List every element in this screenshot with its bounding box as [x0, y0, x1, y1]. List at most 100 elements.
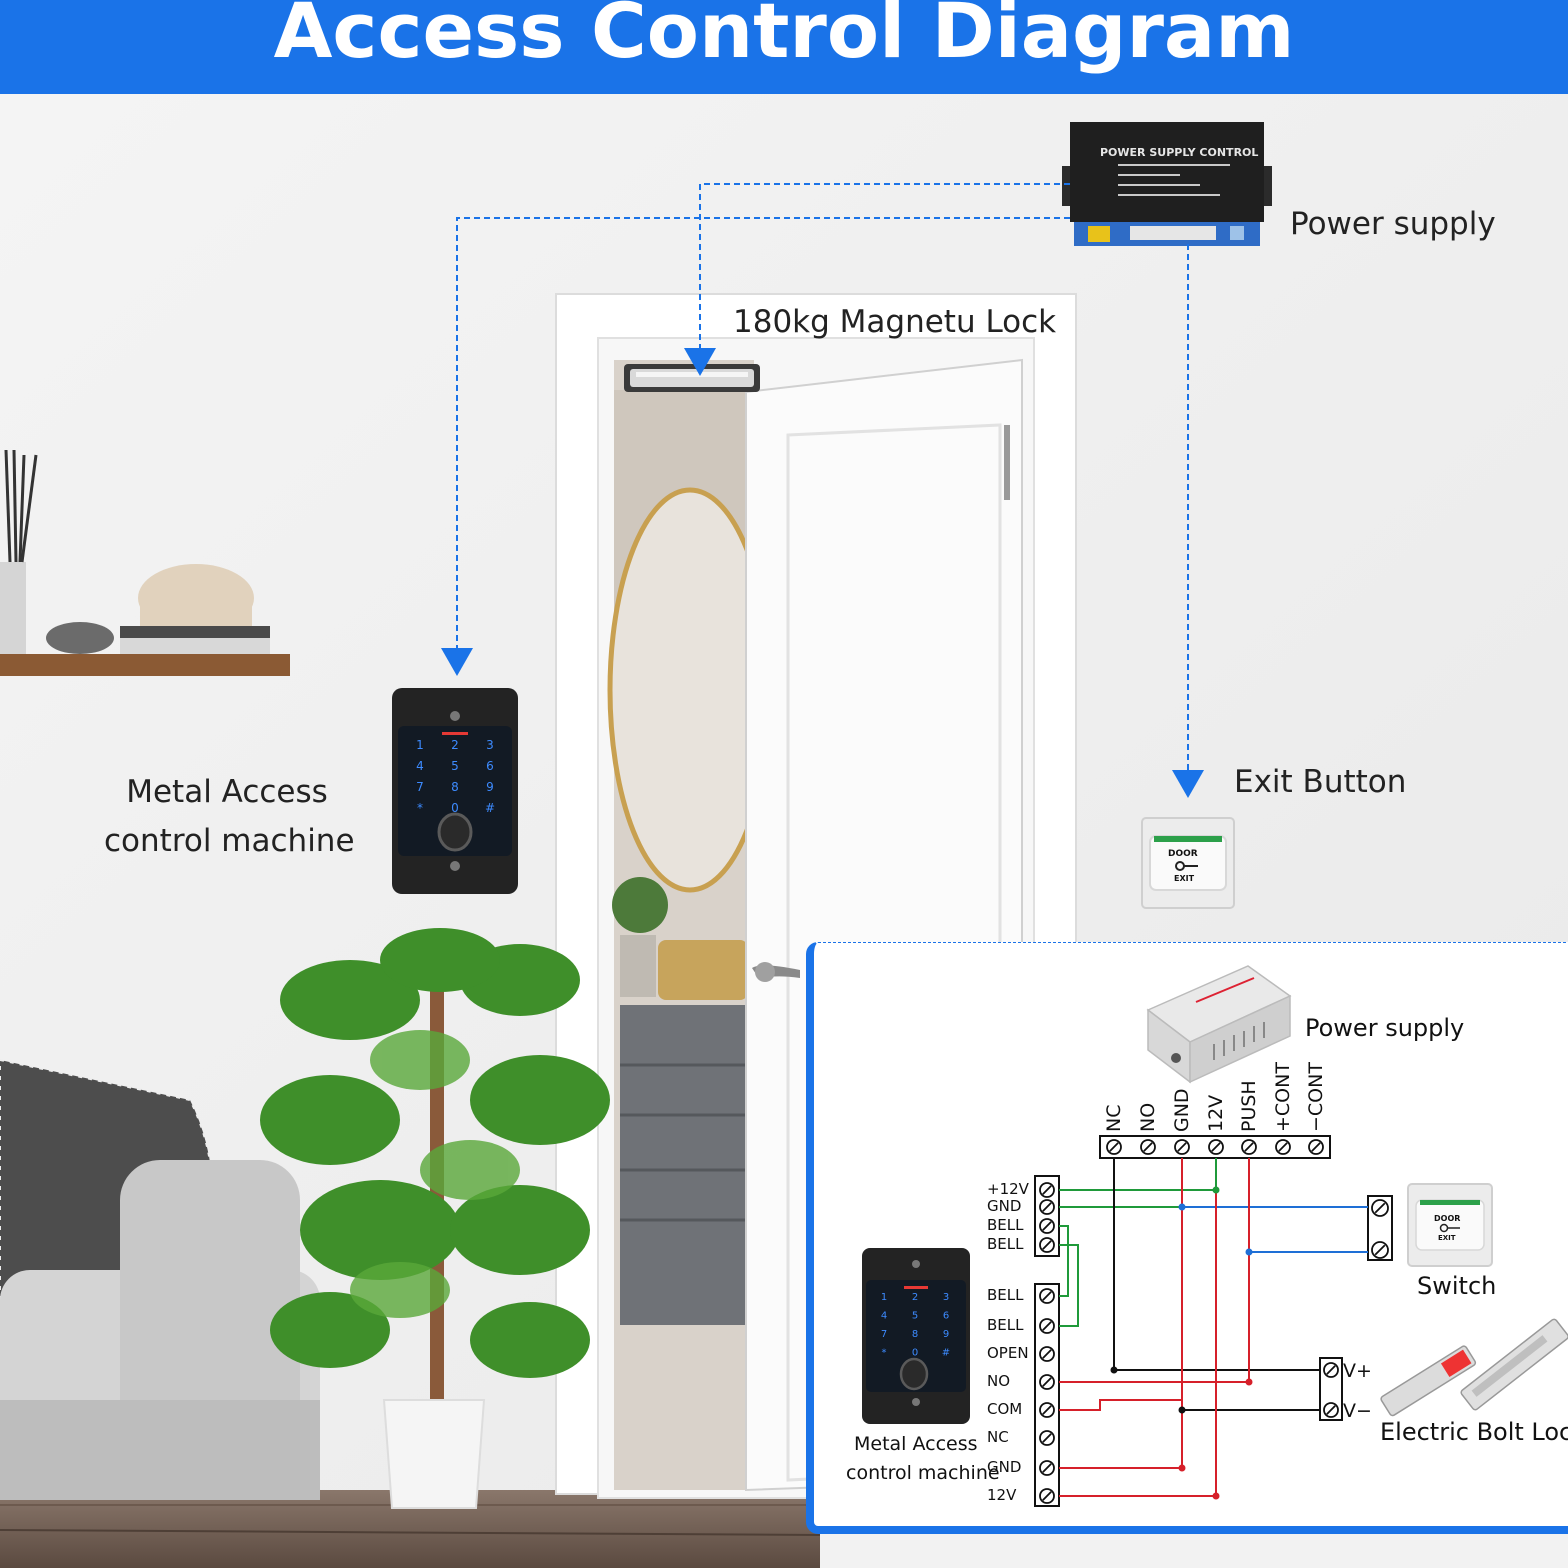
keypad-key: 8	[451, 780, 459, 794]
magnetic-lock-label: 180kg Magnetu Lock	[733, 304, 1057, 340]
machine-terminal-label: OPEN	[987, 1344, 1029, 1362]
keypad-key: 9	[943, 1329, 949, 1340]
keypad-key: 5	[912, 1311, 918, 1322]
terminal-screw	[1323, 1362, 1339, 1378]
lock-terminal-label-vminus: V−	[1343, 1400, 1372, 1422]
psu-terminal-label: −CONT	[1305, 1062, 1327, 1132]
wire-junctions	[1110, 1186, 1253, 1500]
arrow-to-keypad	[441, 648, 473, 676]
machine-terminal-label: BELL	[987, 1235, 1024, 1253]
psu-terminal-label: 12V	[1205, 1094, 1227, 1132]
psu-terminal-label: NO	[1137, 1102, 1159, 1132]
keypad-key: 3	[486, 738, 494, 752]
machine-terminal-label: NC	[987, 1428, 1009, 1446]
psu-terminal-label: +CONT	[1272, 1062, 1294, 1132]
lock-terminal-label-vplus: V+	[1343, 1360, 1372, 1382]
electric-bolt-lock-devices	[1380, 1318, 1568, 1417]
machine-terminal-label: 12V	[987, 1486, 1017, 1504]
exit-button-device	[1141, 817, 1235, 909]
keypad-key: 3	[943, 1292, 949, 1303]
terminal-screw	[1039, 1218, 1055, 1234]
access-machine-label-line2: control machine	[104, 823, 355, 859]
title-banner: Access Control Diagram	[0, 0, 1568, 94]
wiring-switch-device	[1407, 1183, 1493, 1267]
exit-plate-bottom: EXIT	[1174, 874, 1195, 883]
terminal-screw	[1371, 1199, 1389, 1217]
machine-terminal-label: BELL	[987, 1316, 1024, 1334]
exit-plate-top: DOOR	[1168, 849, 1198, 859]
terminal-screw	[1039, 1288, 1055, 1304]
terminal-screw	[1039, 1237, 1055, 1253]
keypad-key: #	[485, 801, 495, 815]
keypad-key: 1	[881, 1292, 887, 1303]
psu-terminal-label: PUSH	[1238, 1080, 1260, 1132]
switch-plate-bottom: EXIT	[1438, 1234, 1456, 1242]
switch-plate-top: DOOR	[1434, 1214, 1461, 1223]
terminal-screw	[1039, 1182, 1055, 1198]
dashed-connections	[456, 183, 1189, 770]
terminal-screw	[1039, 1374, 1055, 1390]
keypad-key: 9	[486, 780, 494, 794]
terminal-screw	[1174, 1139, 1190, 1155]
lock-label: Electric Bolt Lock	[1380, 1418, 1568, 1446]
machine-terminal-label: COM	[987, 1400, 1023, 1418]
switch-label: Switch	[1417, 1272, 1497, 1300]
terminal-screw	[1039, 1402, 1055, 1418]
keypad-key: #	[942, 1348, 950, 1359]
wiring-machine-label-line1: Metal Access	[854, 1433, 978, 1455]
potted-plant	[260, 928, 610, 1509]
psu-terminal-label: GND	[1171, 1088, 1193, 1132]
psu-device-text: POWER SUPPLY CONTROL	[1100, 146, 1259, 159]
terminal-screw	[1371, 1241, 1389, 1259]
terminal-screw	[1039, 1199, 1055, 1215]
keypad-key: 6	[943, 1311, 949, 1322]
keypad-key: 4	[881, 1311, 887, 1322]
keypad-key: *	[882, 1348, 887, 1359]
sofa	[0, 1058, 320, 1500]
machine-terminal-label: NO	[987, 1372, 1011, 1390]
machine-terminal-label: BELL	[987, 1286, 1024, 1304]
keypad-key: 5	[451, 759, 459, 773]
wiring-machine-label-line2: control machine	[846, 1462, 1000, 1484]
terminal-screw	[1039, 1460, 1055, 1476]
power-supply-label: Power supply	[1290, 206, 1496, 242]
terminal-screw	[1323, 1402, 1339, 1418]
machine-terminal-label: GND	[987, 1197, 1022, 1215]
terminal-screw	[1106, 1139, 1122, 1155]
magnetic-lock-device	[624, 364, 760, 392]
keypad-key: 7	[881, 1329, 887, 1340]
access-machine-label-line1: Metal Access	[126, 774, 328, 810]
terminal-screw	[1140, 1139, 1156, 1155]
keypad-key: 0	[912, 1348, 918, 1359]
exit-button-label: Exit Button	[1234, 764, 1407, 800]
machine-terminal-label: BELL	[987, 1216, 1024, 1234]
terminal-screw	[1039, 1318, 1055, 1334]
psu-terminal-label: NC	[1103, 1104, 1125, 1132]
terminal-screw	[1039, 1488, 1055, 1504]
keypad-key: 0	[451, 801, 459, 815]
psu-terminal-strip	[1099, 1135, 1331, 1159]
page-title: Access Control Diagram	[273, 0, 1295, 75]
keypad-key: 6	[486, 759, 494, 773]
wiring-power-supply-label: Power supply	[1305, 1014, 1465, 1042]
power-supply-device	[1062, 122, 1272, 246]
wiring-keypad-device: 1 2 3 4 5 6 7 8 9 * 0 #	[862, 1248, 970, 1424]
terminal-screw	[1208, 1139, 1224, 1155]
terminal-screw	[1308, 1139, 1324, 1155]
machine-terminal-label: GND	[987, 1458, 1022, 1476]
terminal-screw	[1241, 1139, 1257, 1155]
keypad-key: *	[417, 801, 423, 815]
terminal-screw	[1275, 1139, 1291, 1155]
keypad-key: 2	[912, 1292, 918, 1303]
arrow-to-lock	[684, 348, 716, 376]
keypad-key: 7	[416, 780, 424, 794]
arrow-to-exit	[1172, 770, 1204, 798]
keypad-key: 8	[912, 1329, 918, 1340]
machine-terminal-label: +12V	[987, 1180, 1029, 1198]
terminal-screw	[1039, 1430, 1055, 1446]
wiring-power-supply-device	[1146, 965, 1292, 1084]
wall-shelf	[0, 449, 290, 676]
keypad-key: 1	[416, 738, 424, 752]
